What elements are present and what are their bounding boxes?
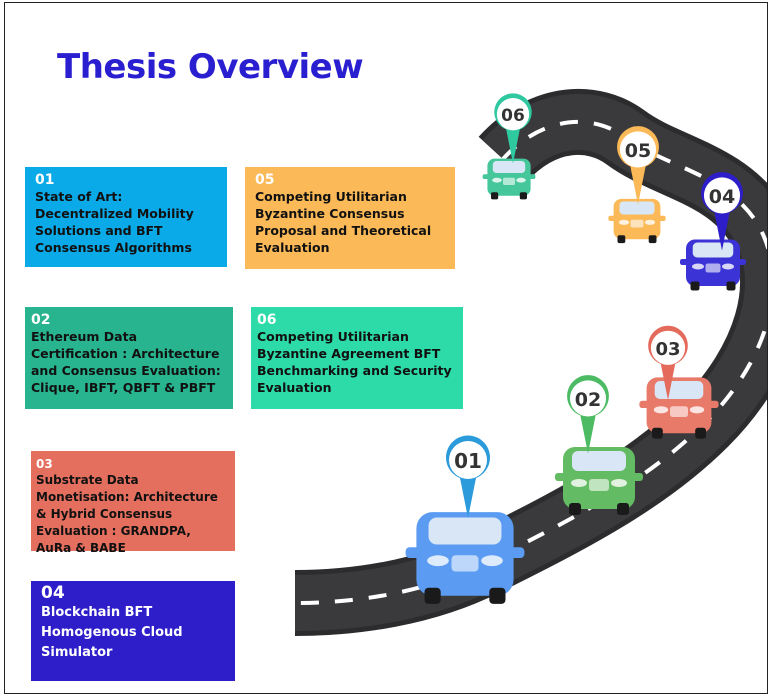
car-02-icon: [555, 447, 643, 515]
stage-text: Substrate Data Monetisation: Architectur…: [36, 473, 218, 555]
pin-label: 01: [454, 449, 482, 473]
stage-card-02: 02 Ethereum Data Certification : Archite…: [25, 307, 233, 409]
stage-card-04: 04 Blockchain BFT Homogenous Cloud Simul…: [31, 581, 235, 681]
map-pin-02-icon: 02: [567, 375, 609, 454]
stage-card-05: 05 Competing Utilitarian Byzantine Conse…: [245, 167, 455, 269]
stage-card-01: 01 State of Art: Decentralized Mobility …: [25, 167, 227, 267]
car-04-icon: [680, 239, 746, 291]
stage-number: 06: [257, 312, 277, 328]
stage-text: Ethereum Data Certification : Architectu…: [31, 329, 221, 395]
page-title: Thesis Overview: [57, 47, 364, 87]
car-06-icon: [482, 158, 536, 200]
roadmap-illustration: 01 02 03 04 05 06: [294, 89, 767, 636]
pin-label: 06: [501, 106, 525, 126]
stage-text: Blockchain BFT Homogenous Cloud Simulato…: [41, 605, 183, 660]
pin-label: 04: [709, 186, 735, 208]
stage-card-06: 06 Competing Utilitarian Byzantine Agree…: [251, 307, 463, 409]
pin-label: 05: [625, 140, 651, 162]
car-03-icon: [639, 377, 719, 439]
stage-number: 05: [255, 172, 275, 188]
stage-number: 02: [31, 312, 51, 328]
map-pin-03-icon: 03: [648, 325, 688, 400]
car-05-icon: [608, 198, 666, 244]
stage-number: 04: [41, 583, 65, 603]
map-pin-04-icon: 04: [701, 172, 743, 251]
map-pin-05-icon: 05: [617, 126, 659, 205]
pin-label: 02: [575, 389, 601, 411]
stage-number: 01: [35, 172, 55, 188]
stage-text: State of Art: Decentralized Mobility Sol…: [35, 189, 194, 255]
road-edge: [294, 94, 767, 631]
map-pin-06-icon: 06: [494, 93, 532, 164]
stage-card-03: 03 Substrate Data Monetisation: Architec…: [31, 451, 235, 555]
stage-text: Competing Utilitarian Byzantine Agreemen…: [257, 329, 452, 395]
stage-number: 03: [36, 457, 53, 471]
map-pin-01-icon: 01: [446, 435, 490, 518]
pin-label: 03: [655, 339, 680, 360]
stage-text: Competing Utilitarian Byzantine Consensu…: [255, 189, 432, 255]
slide-frame: Thesis Overview 01 State of Art: Decentr…: [4, 2, 768, 694]
car-01-icon: [405, 512, 525, 604]
